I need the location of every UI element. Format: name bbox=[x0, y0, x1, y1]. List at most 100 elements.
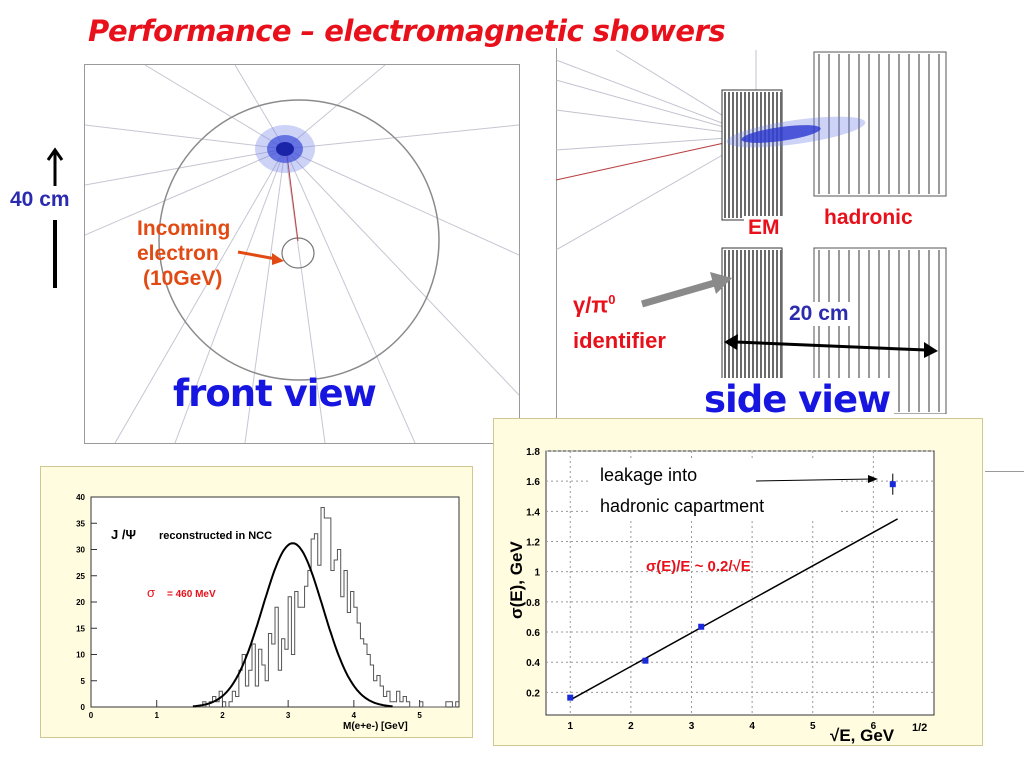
jpsi-ytick-label: 10 bbox=[76, 651, 85, 660]
jpsi-ytick-label: 5 bbox=[81, 677, 86, 686]
side-divider bbox=[985, 471, 1024, 472]
detector-layer bbox=[918, 250, 920, 412]
detector-layer bbox=[732, 250, 734, 412]
side-view-label: side view bbox=[700, 378, 895, 421]
incoming-electron-label: Incoming electron (10GeV) bbox=[137, 216, 230, 291]
res-xtick-label: 6 bbox=[871, 721, 877, 732]
detector-layer bbox=[728, 92, 730, 218]
detector-layer bbox=[724, 250, 726, 412]
front-view-label: front view bbox=[173, 372, 377, 415]
jpsi-xtick-label: 0 bbox=[89, 711, 94, 720]
detector-layer bbox=[736, 92, 738, 218]
jpsi-xtick-label: 3 bbox=[286, 711, 291, 720]
detector-layer bbox=[748, 250, 750, 412]
detector-layer bbox=[838, 250, 840, 412]
identifier-symbol-text: γ/π bbox=[573, 292, 609, 318]
detector-layer bbox=[868, 54, 870, 194]
identifier-label: identifier bbox=[573, 328, 666, 353]
res-data-point bbox=[889, 481, 896, 488]
detector-layer bbox=[780, 92, 782, 218]
detector-layer bbox=[764, 92, 766, 218]
detector-layer bbox=[732, 92, 734, 218]
res-data-point bbox=[642, 657, 649, 664]
res-ytick-label: 0.4 bbox=[526, 658, 540, 669]
res-ylabel: σ(E), GeV bbox=[507, 541, 526, 619]
detector-layer bbox=[888, 250, 890, 412]
res-xtick-label: 5 bbox=[810, 721, 816, 732]
jpsi-ytick-label: 40 bbox=[76, 493, 85, 502]
identifier-arrow-icon bbox=[641, 272, 732, 308]
detector-layer bbox=[780, 250, 782, 412]
res-xlabel-sup: 1/2 bbox=[912, 722, 927, 734]
res-data-point bbox=[698, 623, 705, 630]
jpsi-ytick-label: 20 bbox=[76, 598, 85, 607]
detector-layer bbox=[818, 54, 820, 194]
detector-layer bbox=[928, 250, 930, 412]
jpsi-histogram-line bbox=[196, 507, 459, 708]
detector-layer bbox=[776, 92, 778, 218]
jpsi-ytick-label: 30 bbox=[76, 546, 85, 555]
detector-layer bbox=[728, 250, 730, 412]
res-data-point bbox=[567, 694, 574, 701]
detector-layer bbox=[740, 92, 742, 218]
detector-layer bbox=[838, 54, 840, 194]
detector-layer bbox=[878, 250, 880, 412]
incoming-line-1: Incoming bbox=[137, 217, 231, 240]
identifier-sup: 0 bbox=[608, 292, 616, 307]
detector-layer bbox=[878, 54, 880, 194]
res-annotation-arrowhead bbox=[868, 475, 878, 483]
detector-layer bbox=[772, 92, 774, 218]
jpsi-sigma-value: = 460 MeV bbox=[167, 589, 216, 600]
detector-layer bbox=[888, 54, 890, 194]
hadronic-label: hadronic bbox=[822, 206, 915, 230]
res-xtick-label: 2 bbox=[628, 721, 634, 732]
detector-layer bbox=[868, 250, 870, 412]
detector-layer bbox=[744, 250, 746, 412]
jpsi-plot-frame bbox=[90, 496, 460, 708]
detector-layer bbox=[752, 92, 754, 218]
detector-layer bbox=[938, 250, 940, 412]
res-ytick-label: 0.2 bbox=[526, 688, 540, 699]
em-label: EM bbox=[744, 216, 784, 240]
res-ytick-label: 0.8 bbox=[526, 598, 540, 609]
detector-layer bbox=[768, 250, 770, 412]
detector-layer bbox=[928, 54, 930, 194]
detector-layer bbox=[858, 250, 860, 412]
jpsi-ytick-label: 0 bbox=[81, 703, 86, 712]
slide-title: Performance – electromagnetic showers bbox=[88, 14, 726, 48]
detector-layer bbox=[938, 54, 940, 194]
jpsi-title: reconstructed in NCC bbox=[159, 530, 272, 542]
res-formula: σ(E)/E ~ 0.2/√E bbox=[646, 558, 751, 575]
detector-layer bbox=[828, 250, 830, 412]
jpsi-sigma-symbol: σ bbox=[147, 585, 155, 600]
jpsi-title-symbol: J /Ψ bbox=[111, 527, 136, 542]
res-ytick-label: 1.6 bbox=[526, 477, 540, 488]
jpsi-ytick-label: 25 bbox=[76, 572, 85, 581]
detector-layer bbox=[898, 54, 900, 194]
detector-layer bbox=[858, 54, 860, 194]
side-view-panel bbox=[555, 49, 948, 415]
incoming-arrow-icon bbox=[237, 250, 284, 265]
scale-label-20cm: 20 cm bbox=[785, 302, 853, 326]
scale-bar-40cm bbox=[46, 147, 64, 288]
side-view-event-display bbox=[555, 49, 947, 415]
res-annotation-line-1: leakage into bbox=[600, 465, 697, 485]
front-view-event-display bbox=[84, 64, 520, 444]
detector-layer bbox=[740, 250, 742, 412]
front-shower-blob bbox=[255, 125, 315, 173]
jpsi-xlabel: M(e+e-) [GeV] bbox=[343, 721, 408, 732]
jpsi-ytick-label: 15 bbox=[76, 624, 85, 633]
detector-layer bbox=[736, 250, 738, 412]
hadronic-module-upper bbox=[813, 51, 947, 197]
detector-layer bbox=[818, 250, 820, 412]
res-ytick-label: 1 bbox=[534, 568, 540, 579]
em-module-upper bbox=[721, 89, 783, 221]
detector-layer bbox=[828, 54, 830, 194]
panel-divider bbox=[556, 48, 557, 418]
jpsi-xtick-label: 1 bbox=[154, 711, 159, 720]
res-ytick-label: 1.8 bbox=[526, 447, 540, 458]
jpsi-xtick-label: 4 bbox=[352, 711, 357, 720]
